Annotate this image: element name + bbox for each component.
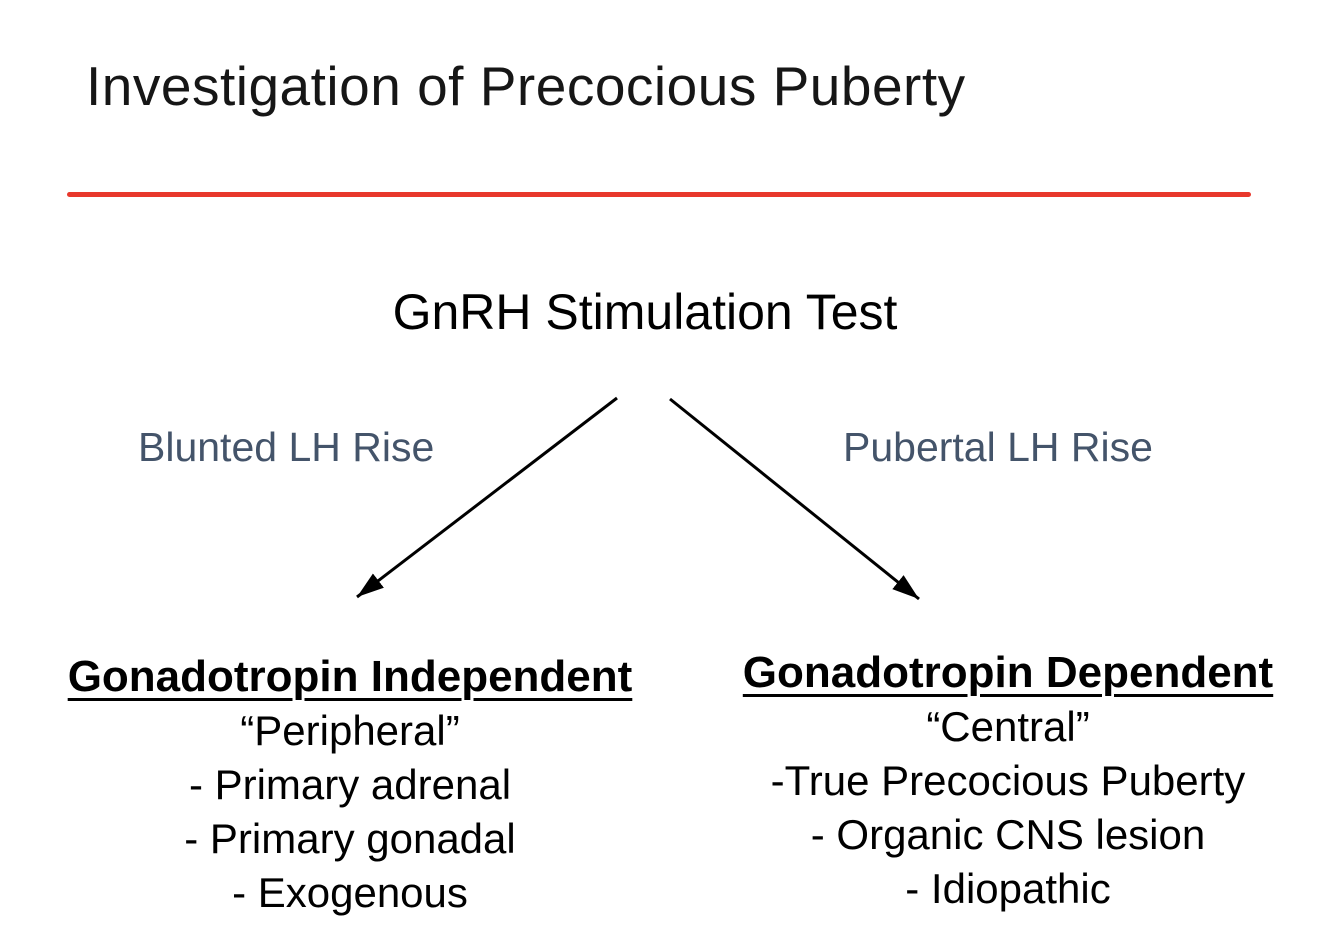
- branch-heading: Gonadotropin Dependent: [742, 648, 1274, 697]
- edge-label-blunted-lh-rise: Blunted LH Rise: [138, 424, 435, 470]
- branch-item: - Idiopathic: [905, 865, 1111, 912]
- branch-item: -True Precocious Puberty: [770, 757, 1246, 804]
- branch-item: - Organic CNS lesion: [810, 811, 1206, 858]
- branch-item: - Primary adrenal: [188, 761, 512, 808]
- branch-heading: Gonadotropin Independent: [67, 652, 633, 701]
- branch-gonadotropin-independent: Gonadotropin Independent “Peripheral” - …: [20, 650, 680, 920]
- branch-item: - Primary gonadal: [184, 815, 516, 862]
- branch-gonadotropin-dependent: Gonadotropin Dependent “Central” -True P…: [703, 646, 1313, 916]
- branch-subtitle: “Peripheral”: [240, 707, 460, 754]
- title-divider-line: [67, 192, 1251, 197]
- branch-subtitle: “Central”: [926, 703, 1090, 750]
- slide-title: Investigation of Precocious Puberty: [86, 55, 966, 117]
- edge-label-pubertal-lh-rise: Pubertal LH Rise: [843, 424, 1153, 470]
- root-node-label: GnRH Stimulation Test: [392, 284, 898, 340]
- branch-item: - Exogenous: [232, 869, 468, 916]
